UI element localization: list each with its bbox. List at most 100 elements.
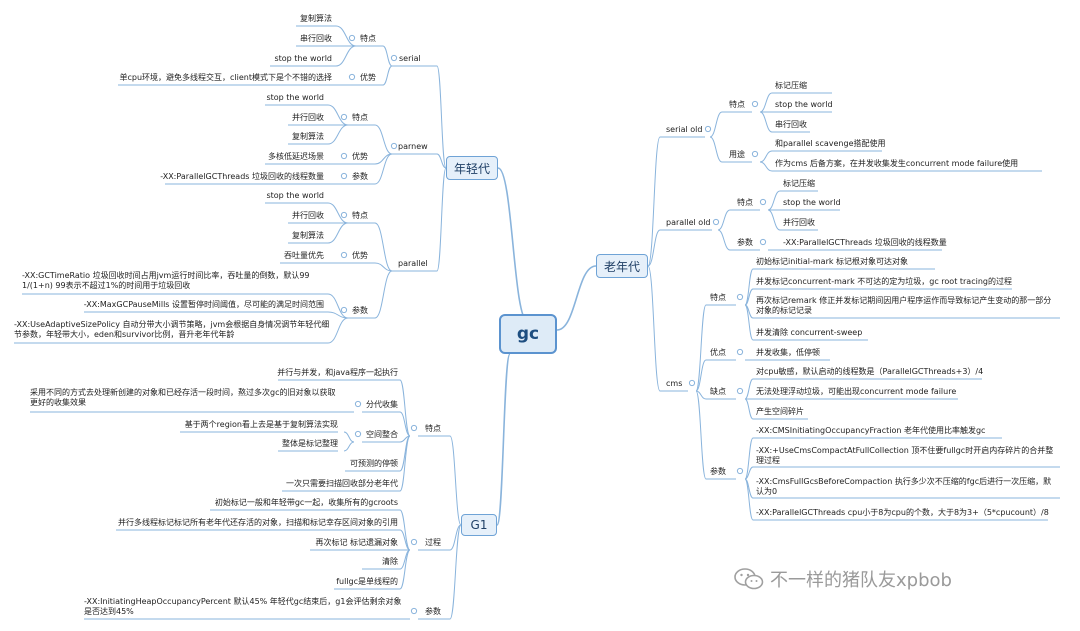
- collapse-toggle[interactable]: [390, 54, 398, 62]
- branch-serial[interactable]: serial: [399, 54, 421, 63]
- serial-old-usage-label[interactable]: 用途: [729, 150, 745, 159]
- category-old-gen[interactable]: 老年代: [596, 254, 648, 278]
- serial-old-features-label[interactable]: 特点: [729, 100, 745, 109]
- g1-generational-label[interactable]: 分代收集: [366, 400, 398, 409]
- collapse-toggle[interactable]: [712, 218, 720, 226]
- collapse-toggle[interactable]: [340, 251, 348, 259]
- connector: [343, 431, 355, 443]
- serial-old-feature-stw: stop the world: [775, 100, 833, 109]
- collapse-toggle[interactable]: [340, 152, 348, 160]
- cms-advantage: 并发收集，低停顿: [756, 348, 820, 357]
- parallel-features-label[interactable]: 特点: [352, 211, 368, 220]
- collapse-toggle[interactable]: [410, 424, 418, 432]
- cms-features-label[interactable]: 特点: [710, 293, 726, 302]
- connector: [695, 390, 707, 480]
- parallel-old-features-label[interactable]: 特点: [737, 198, 753, 207]
- g1-features-label[interactable]: 特点: [425, 424, 441, 433]
- branch-parallel[interactable]: parallel: [398, 259, 428, 268]
- cms-param-compact: -XX:+UseCmsCompactAtFullCollection 顶不住要f…: [756, 446, 1054, 465]
- g1-process-fullgc: fullgc是单线程的: [336, 577, 398, 586]
- cms-disadvantage-fragment: 产生空间碎片: [756, 407, 804, 416]
- collapse-toggle[interactable]: [340, 113, 348, 121]
- g1-feature-concurrent: 并行与并发，和java程序一起执行: [277, 368, 398, 377]
- category-g1[interactable]: G1: [461, 514, 497, 536]
- serial-advantages-label[interactable]: 优势: [360, 73, 376, 82]
- g1-space-region: 基于两个region看上去是基于复制算法实现: [184, 420, 338, 429]
- serial-old-usage-cms-backup: 作为cms 后备方案，在并发收集发生concurrent mode failur…: [775, 159, 1019, 168]
- collapse-toggle[interactable]: [704, 125, 712, 133]
- connector: [496, 353, 511, 526]
- parnew-feature-copy: 复制算法: [292, 132, 324, 141]
- parallel-old-feature-stw: stop the world: [783, 198, 841, 207]
- serial-advantage: 单cpu环境，避免多线程交互，client模式下是个不错的选择: [119, 73, 332, 82]
- collapse-toggle[interactable]: [354, 400, 362, 408]
- parallel-params-label[interactable]: 参数: [352, 306, 368, 315]
- connector: [382, 65, 393, 86]
- cms-advantages-label[interactable]: 优点: [710, 348, 726, 357]
- parnew-advantages-label[interactable]: 优势: [352, 152, 368, 161]
- collapse-toggle[interactable]: [736, 293, 744, 301]
- branch-cms[interactable]: cms: [666, 379, 683, 388]
- connector: [695, 304, 707, 392]
- collapse-toggle[interactable]: [410, 607, 418, 615]
- collapse-toggle[interactable]: [354, 430, 362, 438]
- root-node-gc[interactable]: gc: [499, 314, 557, 354]
- parallel-feature-stw: stop the world: [266, 191, 324, 200]
- g1-space-label[interactable]: 空间整合: [366, 430, 398, 439]
- collapse-toggle[interactable]: [348, 73, 356, 81]
- branch-serial-old[interactable]: serial old: [666, 125, 703, 134]
- parallel-param-maxpause: -XX:MaxGCPauseMills 设置暂停时间阈值，尽可能的满足时间范围: [83, 300, 324, 309]
- parallel-old-param: -XX:ParallelGCThreads 垃圾回收的线程数量: [783, 238, 947, 247]
- branch-parnew[interactable]: parnew: [398, 142, 428, 151]
- collapse-toggle[interactable]: [751, 100, 759, 108]
- connector: [759, 111, 773, 133]
- collapse-toggle[interactable]: [348, 34, 356, 42]
- parnew-params-label[interactable]: 参数: [352, 172, 368, 181]
- collapse-toggle[interactable]: [736, 348, 744, 356]
- connector: [374, 222, 393, 272]
- connector: [759, 161, 773, 172]
- parallel-old-params-label[interactable]: 参数: [737, 238, 753, 247]
- collapse-toggle[interactable]: [340, 306, 348, 314]
- collapse-toggle[interactable]: [759, 238, 767, 246]
- category-young-gen[interactable]: 年轻代: [446, 156, 498, 180]
- parallel-param-adaptive: -XX:UseAdaptiveSizePolicy 自动分带大小调节策略，jvm…: [14, 320, 330, 339]
- cms-disadvantages-label[interactable]: 缺点: [710, 387, 726, 396]
- cms-params-label[interactable]: 参数: [710, 467, 726, 476]
- connector: [327, 311, 349, 319]
- collapse-toggle[interactable]: [751, 150, 759, 158]
- collapse-toggle[interactable]: [736, 387, 744, 395]
- cms-feature-initial-mark: 初始标记initial-mark 标记根对象可达对象: [756, 257, 909, 266]
- connector: [399, 509, 411, 551]
- collapse-toggle[interactable]: [410, 538, 418, 546]
- branch-parallel-old[interactable]: parallel old: [666, 218, 711, 227]
- connector: [744, 378, 754, 400]
- connector: [327, 202, 349, 224]
- cms-feature-concurrent-mark: 并发标记concurrent-mark 不可达的定为垃圾，gc root tra…: [756, 277, 1012, 286]
- cms-feature-sweep: 并发清除 concurrent-sweep: [756, 328, 863, 337]
- serial-feature-stw: stop the world: [274, 54, 332, 63]
- connector: [647, 136, 661, 267]
- connector: [399, 379, 411, 437]
- g1-process-remark: 再次标记 标记遗漏对象: [315, 538, 398, 547]
- collapse-toggle[interactable]: [340, 172, 348, 180]
- collapse-toggle[interactable]: [688, 379, 696, 387]
- parnew-features-label[interactable]: 特点: [352, 113, 368, 122]
- connector: [744, 478, 754, 521]
- collapse-toggle[interactable]: [340, 211, 348, 219]
- serial-features-label[interactable]: 特点: [360, 34, 376, 43]
- connector: [744, 304, 754, 341]
- parallel-advantages-label[interactable]: 优势: [352, 251, 368, 260]
- g1-process-label[interactable]: 过程: [425, 538, 441, 547]
- connector: [436, 167, 447, 272]
- collapse-toggle[interactable]: [736, 467, 744, 475]
- cms-disadvantage-floating: 无法处理浮动垃圾，可能出现concurrent mode failure: [756, 387, 957, 396]
- connector: [399, 529, 411, 551]
- wechat-icon: [734, 568, 764, 590]
- g1-params-label[interactable]: 参数: [425, 607, 441, 616]
- connector: [767, 209, 781, 231]
- collapse-toggle[interactable]: [390, 142, 398, 150]
- connector: [717, 209, 731, 231]
- cms-disadvantage-cpu: 对cpu敏感，默认启动的线程数是（ParallelGCThreads+3）/4: [756, 367, 984, 376]
- collapse-toggle[interactable]: [759, 198, 767, 206]
